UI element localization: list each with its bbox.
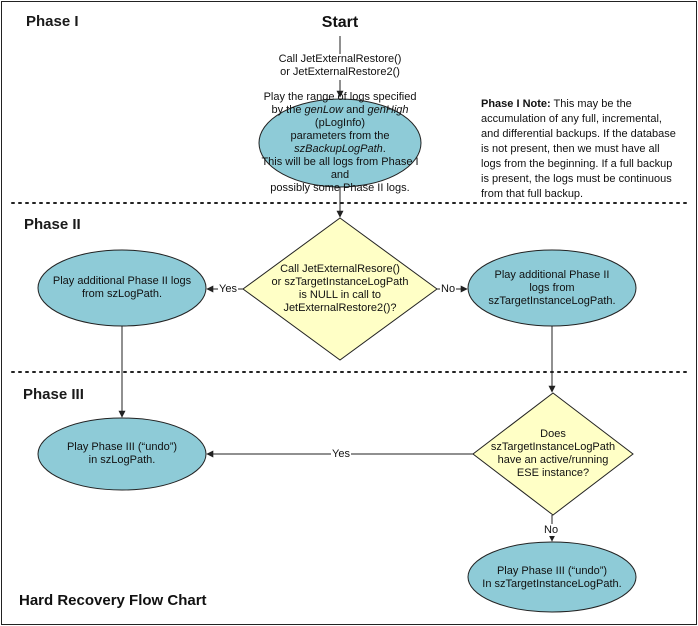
phase3-left-line-2: in szLogPath. — [88, 454, 156, 466]
play-phase3-left-text: Play Phase III (“undo”) in szLogPath. — [44, 434, 200, 474]
decision-null-line-2: or szTargetInstanceLogPath — [271, 276, 409, 288]
play-range-backuppath: szBackupLogPath — [294, 143, 383, 155]
phase2-right-line-2: logs from — [529, 281, 575, 294]
decision-active-line-3: have an active/running — [497, 454, 609, 466]
play-range-line-4: This will be all logs from Phase I and — [261, 156, 419, 181]
play-range-genlow: genLow — [304, 104, 344, 116]
phase2-right-line-3: szTargetInstanceLogPath. — [488, 294, 616, 307]
edge-label-yes-phase3: Yes — [331, 448, 351, 460]
play-range-line-1: Play the range of logs specified — [263, 91, 417, 103]
phase2-left-line-1: Play additional Phase II logs — [52, 275, 192, 287]
decision-null-node — [242, 217, 438, 361]
decision-active-line-2: szTargetInstanceLogPath — [490, 441, 616, 453]
phase2-right-line-1: Play additional Phase II — [494, 268, 610, 281]
start-label: Start — [321, 14, 359, 31]
note-heading: Phase I Note: — [481, 98, 551, 110]
decision-active-node — [472, 392, 634, 516]
phase-1-label: Phase I — [26, 13, 79, 30]
play-range-by: by the — [271, 104, 305, 116]
phase-2-label: Phase II — [24, 216, 81, 233]
play-range-ploginfo: (pLogInfo) — [314, 117, 366, 129]
phase-3-label: Phase III — [23, 386, 84, 403]
chart-title: Hard Recovery Flow Chart — [19, 592, 207, 609]
phase3-right-line-1: Play Phase III (“undo”) — [496, 565, 608, 577]
phase2-left-line-2: from szLogPath. — [81, 288, 163, 300]
note-body: This may be the accumulation of any full… — [481, 98, 676, 200]
phase3-left-line-1: Play Phase III (“undo”) — [66, 441, 178, 453]
decision-null-line-1: Call JetExternalResore() — [280, 263, 400, 275]
edge-label-no-phase3: No — [543, 524, 560, 536]
play-phase3-right-text: Play Phase III (“undo”) In szTargetInsta… — [472, 558, 632, 598]
phase-1-note: Phase I Note: This may be the accumulati… — [481, 97, 681, 202]
play-range-text: Play the range of logs specified by the … — [259, 91, 421, 194]
decision-active-text: Does szTargetInstanceLogPath have an act… — [478, 424, 628, 484]
phase3-right-line-2: In szTargetInstanceLogPath. — [482, 578, 622, 590]
play-range-and: and — [343, 104, 368, 116]
play-phase2-left-text: Play additional Phase II logs from szLog… — [44, 268, 200, 308]
edge-label-yes-left: Yes — [218, 283, 238, 295]
decision-null-line-3: is NULL in call to — [298, 289, 382, 301]
decision-active-line-1: Does — [540, 428, 566, 440]
decision-null-line-4: JetExternalRestore2()? — [283, 302, 397, 314]
play-range-line-5: possibly some Phase II logs. — [270, 182, 410, 194]
play-phase3-left-node — [37, 417, 207, 491]
edge-label-no-right: No — [440, 283, 457, 295]
decision-null-text: Call JetExternalResore() or szTargetInst… — [255, 258, 425, 320]
play-range-params: parameters from the — [290, 130, 390, 142]
play-phase2-right-text: Play additional Phase II logs from szTar… — [474, 264, 630, 312]
decision-active-line-4: ESE instance? — [516, 467, 590, 479]
play-phase3-right-node — [467, 541, 637, 613]
call-line-2: or JetExternalRestore2() — [280, 66, 400, 78]
play-range-period: . — [382, 143, 386, 155]
call-line-1: Call JetExternalRestore() — [278, 53, 402, 65]
play-range-node — [258, 98, 422, 188]
call-restore-text: Call JetExternalRestore() or JetExternal… — [260, 53, 420, 79]
play-range-genhigh: genHigh — [367, 104, 409, 116]
